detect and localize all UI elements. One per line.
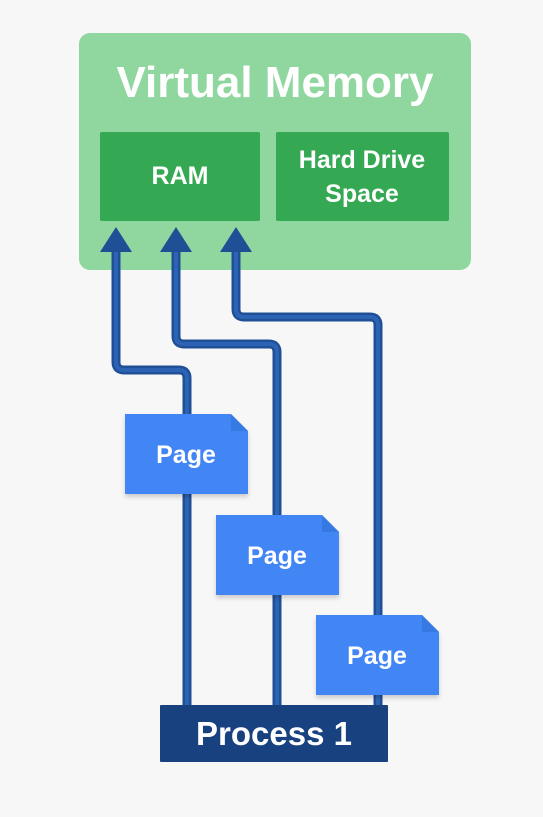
page-fold-icon — [231, 414, 248, 431]
arrow-path-1-inner — [114, 247, 189, 708]
arrow-path-2-inner — [174, 247, 279, 708]
document-page-icon — [125, 414, 248, 494]
hard-drive-label-line-1: Hard Drive — [299, 146, 426, 174]
hard-drive-label-line-2: Space — [325, 180, 399, 208]
up-arrow-icon — [160, 227, 192, 252]
hard-drive-space-box: Hard Drive Space — [276, 132, 449, 221]
page-card-2: Page — [216, 515, 339, 595]
page-label: Page — [247, 542, 307, 570]
up-arrow-icon — [100, 227, 132, 252]
ram-box: RAM — [100, 132, 260, 221]
page-fold-icon — [322, 515, 339, 532]
process-box-background — [160, 705, 388, 762]
memory-mapping-arrows — [100, 227, 383, 708]
page-card-1: Page — [125, 414, 248, 494]
hard-drive-space-background — [276, 132, 449, 221]
page-card-3: Page — [316, 615, 439, 695]
ram-label: RAM — [152, 162, 209, 190]
page-label: Page — [156, 441, 216, 469]
document-page-icon — [216, 515, 339, 595]
arrow-path-3-inner — [234, 247, 380, 708]
document-page-icon — [316, 615, 439, 695]
ram-box-background — [100, 132, 260, 221]
virtual-memory-panel: Virtual Memory RAM Hard Drive Space — [79, 33, 471, 270]
process-label: Process 1 — [196, 715, 352, 752]
page-label: Page — [347, 642, 407, 670]
process-box: Process 1 — [160, 705, 388, 762]
up-arrow-icon — [220, 227, 252, 252]
virtual-memory-title: Virtual Memory — [116, 58, 434, 107]
page-fold-icon — [422, 615, 439, 632]
